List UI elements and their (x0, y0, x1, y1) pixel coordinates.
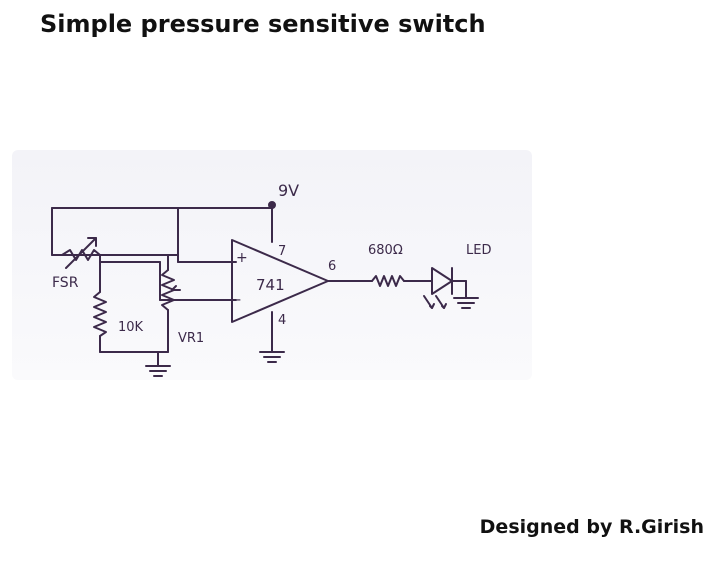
designer-credit: Designed by R.Girish (479, 516, 704, 538)
preset-label: VR1 (178, 331, 204, 346)
ground-led (453, 297, 479, 309)
ground-vr1 (145, 365, 171, 377)
supply-rail (51, 201, 276, 256)
ground-opamp (259, 311, 285, 363)
resistor-680-symbol (327, 275, 433, 287)
fsr-label: FSR (52, 275, 79, 291)
noninverting-input-wire (177, 254, 237, 263)
page-title: Simple pressure sensitive switch (40, 10, 486, 38)
opamp-minus-label: - (236, 292, 241, 308)
preset-vr1-symbol (157, 254, 181, 367)
fsr-symbol (61, 237, 101, 269)
supply-label: 9V (278, 181, 299, 200)
pin6-label: 6 (328, 259, 336, 274)
ic-label: 741 (256, 276, 285, 294)
resistor-10k-label: 10K (118, 320, 144, 335)
opamp-plus-label: + (236, 250, 248, 266)
pin4-label: 4 (278, 313, 286, 328)
led-symbol (423, 267, 467, 309)
pin7-label: 7 (278, 244, 286, 259)
opamp-741-symbol (231, 239, 329, 323)
resistor-10k-symbol (93, 254, 159, 353)
led-label: LED (466, 243, 491, 258)
resistor-680-label: 680Ω (368, 243, 403, 258)
